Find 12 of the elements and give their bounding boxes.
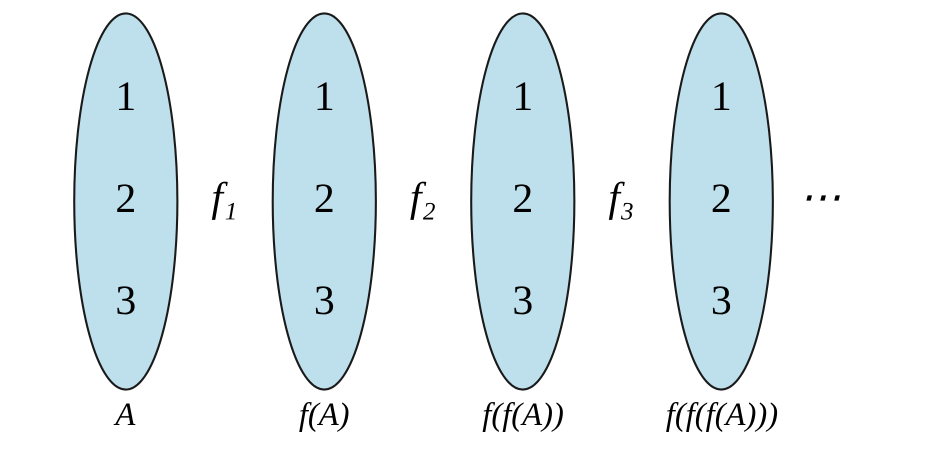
node-label: f(f(f(A))) (666, 396, 778, 433)
node-ellipse: 1 2 3 (470, 12, 576, 391)
node-label: f(A) (298, 396, 350, 433)
node-ellipse: 1 2 3 (668, 12, 774, 391)
node-ellipse: 1 2 3 (73, 12, 178, 391)
node-label: f(f(A)) (482, 396, 564, 433)
node-ellipse: 1 2 3 (272, 12, 377, 391)
label: f₃ (608, 174, 634, 221)
label: ⋯ (798, 174, 841, 221)
label: f₁ (211, 174, 238, 221)
node-label: A (115, 396, 136, 433)
label: f₂ (410, 174, 436, 221)
